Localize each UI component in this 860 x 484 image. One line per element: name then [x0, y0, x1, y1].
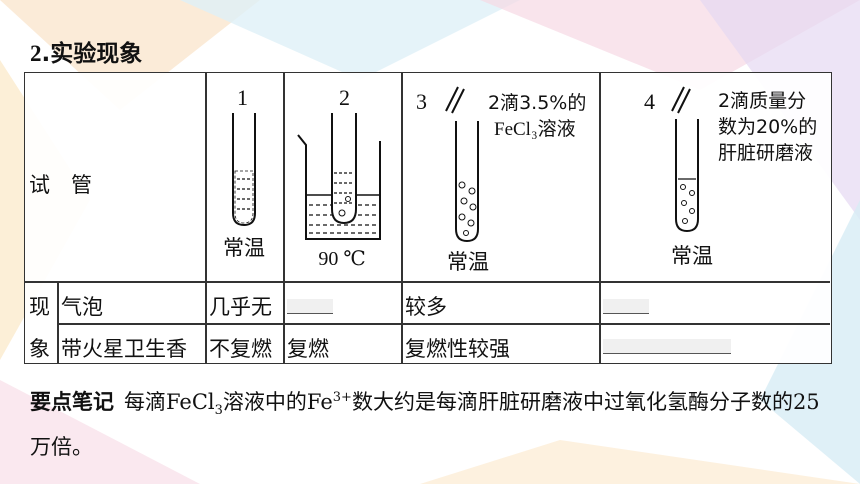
tube-4-label-line1: 2滴质量分 — [718, 90, 806, 112]
tube-4-label-line3: 肝脏研磨液 — [718, 142, 813, 164]
bubble-tube-3: 较多 — [405, 295, 447, 319]
test-tube-3-figure: 3 2滴3.5%的 FeCl₃溶液 常温 — [416, 86, 586, 274]
tube-3-label-line1: 2滴3.5%的 — [488, 92, 586, 114]
test-tube-4-figure: 4 2滴质量分 数为20%的 肝脏研磨液 常温 — [644, 86, 817, 268]
splint-tube-3: 复燃性较强 — [405, 337, 510, 361]
test-tube-2-figure: 2 90 ℃ — [297, 85, 381, 270]
tube-1-number: 1 — [237, 85, 248, 110]
note-text-c: 数大约是每滴肝脏研磨液中过氧化氢酶分子数的25万倍。 — [30, 390, 820, 460]
experiment-table: 试 管 1 常温 2 90 ℃ 3 2滴3.5%的 FeCl₃溶液 — [24, 72, 832, 364]
bubble-tube-2-blank — [287, 299, 333, 314]
tube-2-number: 2 — [339, 85, 350, 110]
bubble-row-label: 气泡 — [61, 295, 103, 319]
note-sub: 3 — [214, 403, 223, 419]
note-title: 要点笔记 — [30, 390, 114, 414]
tube-row-label: 试 管 — [29, 173, 92, 197]
tube-3-caption: 常温 — [447, 250, 489, 274]
phenomenon-label-2: 象 — [29, 337, 50, 361]
tube-2-caption: 90 ℃ — [318, 248, 365, 270]
note-text-b: 溶液中的Fe — [222, 390, 333, 414]
splint-tube-1: 不复燃 — [209, 337, 272, 361]
tube-4-caption: 常温 — [671, 244, 713, 268]
splint-row-label: 带火星卫生香 — [61, 337, 187, 361]
note-text-a: 每滴FeCl — [124, 390, 215, 414]
tube-3-number: 3 — [416, 89, 427, 114]
splint-tube-4-blank — [603, 339, 731, 354]
tube-4-label-line2: 数为20%的 — [718, 116, 817, 138]
splint-tube-2: 复燃 — [287, 337, 329, 361]
bubble-tube-4-blank — [603, 299, 649, 314]
bubble-tube-1: 几乎无 — [209, 295, 272, 319]
tube-1-caption: 常温 — [223, 236, 265, 260]
tube-4-number: 4 — [644, 89, 655, 114]
note-sup: 3+ — [332, 390, 352, 405]
key-note: 要点笔记每滴FeCl3溶液中的Fe3+数大约是每滴肝脏研磨液中过氧化氢酶分子数的… — [30, 380, 830, 465]
phenomenon-label-1: 现 — [29, 295, 50, 319]
test-tube-1-figure: 1 常温 — [223, 85, 265, 260]
section-heading: 2.实验现象 — [30, 41, 143, 67]
tube-3-label-line2: FeCl₃溶液 — [494, 118, 576, 140]
